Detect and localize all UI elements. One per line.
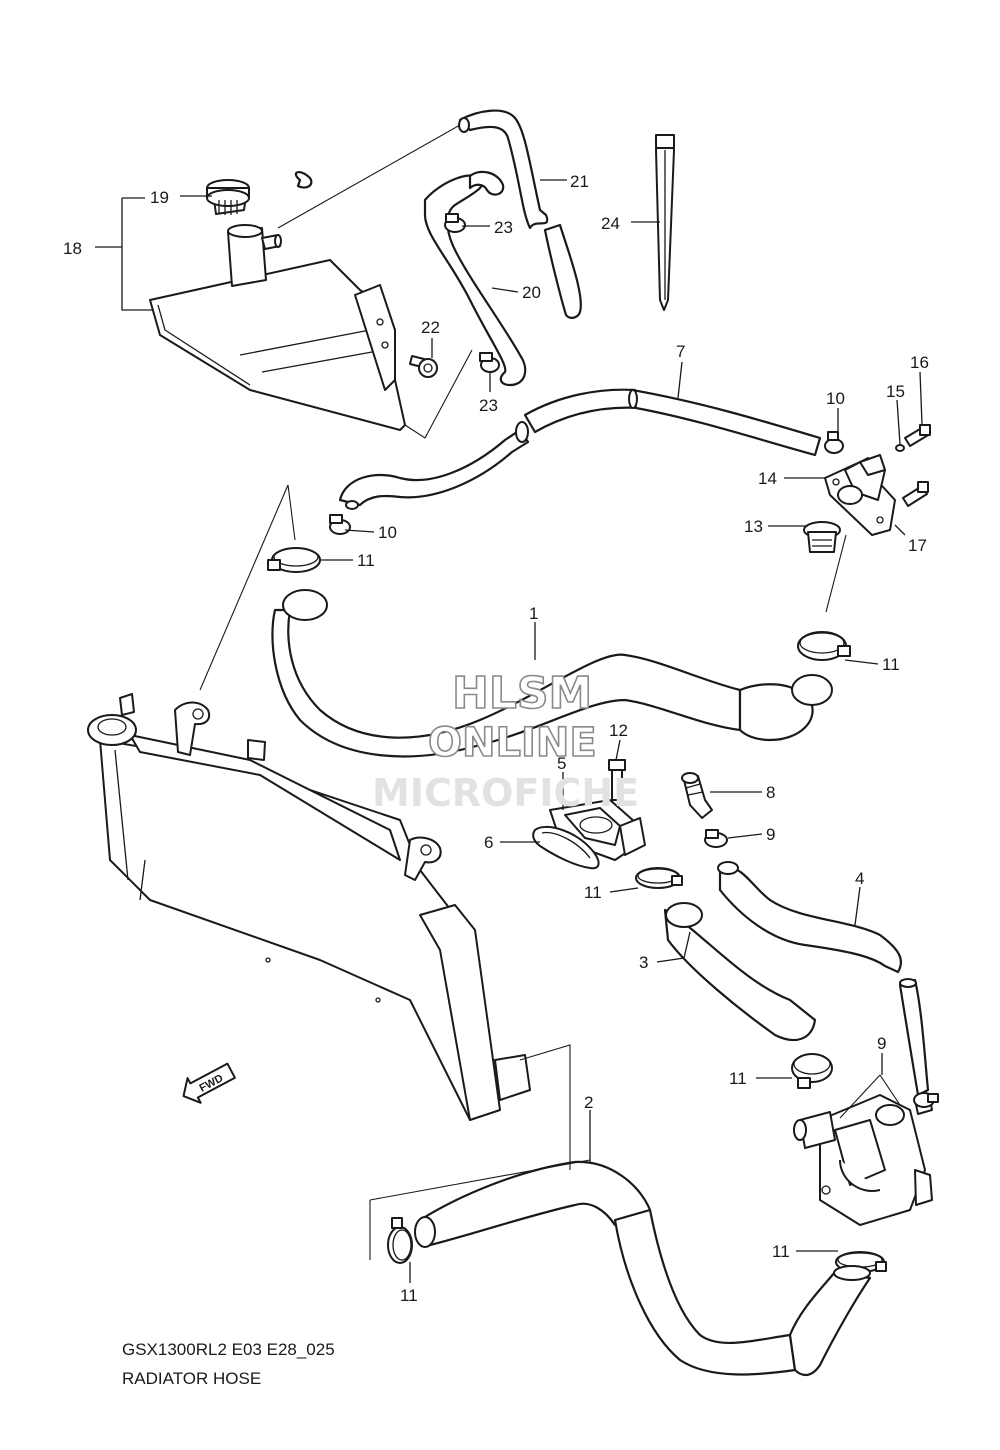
assembly-guide-lines: [199, 124, 901, 1260]
watermark-line1: HLSM: [452, 668, 592, 719]
callout-3: 3: [639, 953, 648, 972]
callout-11e: 11: [772, 1242, 790, 1261]
bolt-22[interactable]: [409, 355, 438, 378]
hose-2[interactable]: [414, 1160, 872, 1377]
watermark-line2: ONLINE: [428, 720, 597, 766]
callout-23a: 23: [494, 218, 513, 237]
clamp-11-bottom-left[interactable]: [387, 1217, 413, 1264]
callout-13: 13: [744, 517, 763, 536]
radiator[interactable]: [87, 693, 531, 1121]
fwd-arrow-icon: FWD: [182, 1062, 236, 1104]
callout-5: 5: [557, 754, 566, 773]
callout-23b: 23: [479, 396, 498, 415]
callout-10b: 10: [378, 523, 397, 542]
reservoir-tank[interactable]: [149, 224, 406, 431]
callout-17: 17: [908, 536, 927, 555]
callout-9b: 9: [877, 1034, 886, 1053]
leader-lines: [95, 179, 923, 1283]
callout-14: 14: [758, 469, 777, 488]
fitting-8[interactable]: [681, 772, 713, 819]
hose-1[interactable]: [271, 589, 833, 758]
bolt-12[interactable]: [608, 759, 626, 801]
callout-2: 2: [584, 1093, 593, 1112]
callout-11b: 11: [882, 655, 900, 674]
water-pump[interactable]: [793, 1094, 933, 1226]
thermostat[interactable]: [803, 521, 841, 553]
clamp-9-upper[interactable]: [704, 829, 728, 848]
thermostat-case[interactable]: [549, 799, 646, 861]
callout-8: 8: [766, 783, 775, 802]
callout-15: 15: [886, 382, 905, 401]
clamp-11-upper-right[interactable]: [797, 631, 851, 661]
callout-7: 7: [676, 342, 685, 361]
callout-numbers: 19 18 21 23 20 22 23 24 7 10 15 16 14 17…: [63, 172, 929, 1305]
hose-3[interactable]: [663, 902, 817, 1042]
clamp-11-upper-left[interactable]: [267, 547, 321, 573]
callout-12: 12: [609, 721, 628, 740]
callout-21: 21: [570, 172, 589, 191]
callout-16: 16: [910, 353, 929, 372]
hose-21[interactable]: [458, 109, 582, 319]
callout-11f: 11: [400, 1286, 418, 1305]
section-title: RADIATOR HOSE: [122, 1369, 261, 1388]
callout-1: 1: [529, 604, 538, 623]
callout-9a: 9: [766, 825, 775, 844]
model-code: GSX1300RL2 E03 E28_025: [122, 1340, 335, 1359]
callout-11d: 11: [729, 1069, 747, 1088]
cable-tie[interactable]: [655, 134, 675, 311]
callout-20: 20: [522, 283, 541, 302]
callout-11a: 11: [357, 551, 375, 570]
callout-22: 22: [421, 318, 440, 337]
hose-4[interactable]: [717, 861, 930, 1097]
clamp-23-upper[interactable]: [444, 213, 466, 233]
callout-6: 6: [484, 833, 493, 852]
bolt-16[interactable]: [904, 424, 931, 447]
reservoir-cap[interactable]: [206, 179, 250, 215]
hose-7[interactable]: [338, 388, 822, 510]
clamp-11-middle[interactable]: [635, 867, 683, 889]
clamp-9-lower[interactable]: [913, 1092, 939, 1108]
watermark: HLSM ONLINE MICROFICHE: [372, 667, 639, 815]
footer: GSX1300RL2 E03 E28_025 RADIATOR HOSE: [122, 1340, 335, 1388]
callout-18: 18: [63, 239, 82, 258]
clamp-10-upper[interactable]: [824, 431, 844, 454]
callout-10a: 10: [826, 389, 845, 408]
clamp-10-lower[interactable]: [329, 514, 351, 535]
watermark-line3: MICROFICHE: [372, 771, 639, 815]
o-ring[interactable]: [532, 825, 600, 870]
callout-4: 4: [855, 869, 864, 888]
clamp-11-lower-middle[interactable]: [791, 1053, 833, 1089]
hose-20[interactable]: [294, 170, 527, 387]
clamp-23-lower[interactable]: [479, 352, 500, 373]
callout-11c: 11: [584, 883, 602, 902]
bolt-17[interactable]: [902, 481, 929, 507]
callout-24: 24: [601, 214, 620, 233]
thermostat-cover[interactable]: [824, 454, 896, 536]
washer-15[interactable]: [895, 444, 905, 452]
callout-19: 19: [150, 188, 169, 207]
